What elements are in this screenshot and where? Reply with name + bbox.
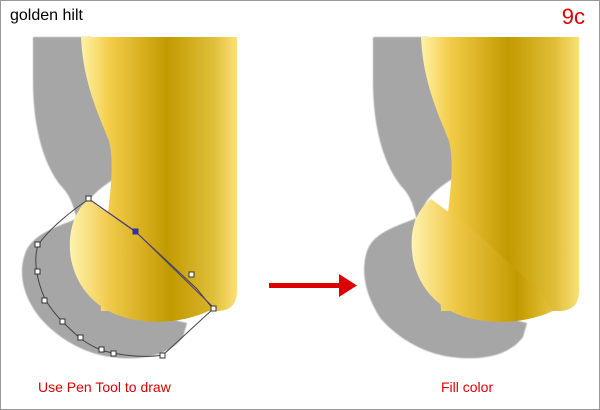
step-label: 9c — [561, 4, 585, 29]
anchor-point — [59, 318, 66, 325]
arrow-right-icon — [269, 274, 357, 297]
anchor-points — [34, 195, 217, 359]
anchor-point — [188, 271, 195, 278]
left-gold-ball — [69, 199, 213, 322]
anchor-point — [41, 297, 48, 304]
caption-pen-tool: Use Pen Tool to draw — [38, 379, 171, 395]
caption-fill-color: Fill color — [441, 379, 494, 395]
anchor-point — [159, 352, 166, 359]
anchor-point — [98, 346, 105, 353]
anchor-point — [34, 268, 41, 275]
left-shadow-shape — [21, 37, 187, 359]
anchor-point — [85, 195, 92, 202]
right-gold-ball — [411, 199, 553, 322]
anchor-point — [77, 334, 84, 341]
tutorial-title: golden hilt — [10, 7, 83, 24]
left-illustration — [21, 37, 237, 359]
right-shadow-shape — [364, 37, 527, 359]
direction-handle-line — [88, 198, 136, 232]
right-illustration — [364, 37, 579, 359]
pen-tool-path — [35, 198, 214, 357]
selected-anchor-point — [132, 228, 139, 235]
direction-handle-line-2 — [134, 230, 214, 308]
anchor-point — [34, 241, 41, 248]
anchor-point — [110, 350, 117, 357]
anchor-point — [210, 305, 217, 312]
